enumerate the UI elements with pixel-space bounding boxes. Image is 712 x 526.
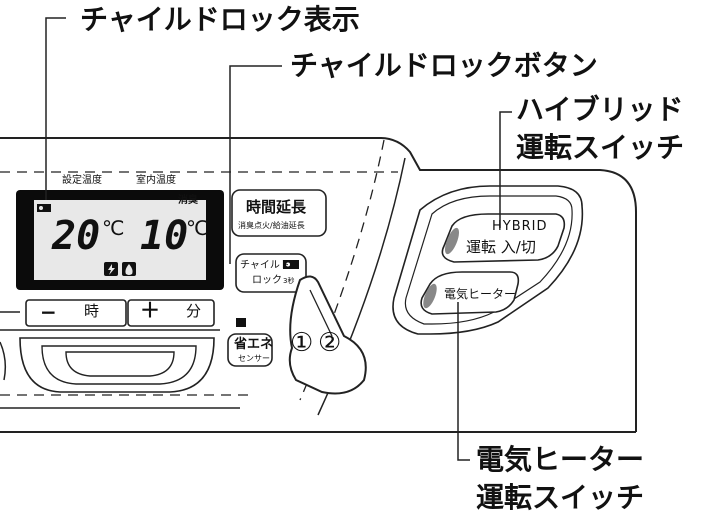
eco-sensor-icon xyxy=(236,318,246,327)
lcd-screen xyxy=(34,200,206,280)
callout-hybrid-line2: 運転スイッチ xyxy=(516,131,685,164)
panel-outline xyxy=(0,137,637,395)
callout-child-lock-button: チャイルドロックボタン xyxy=(290,49,598,82)
key-icon xyxy=(37,204,51,212)
minus-button[interactable]: − xyxy=(40,300,57,324)
hybrid-switch[interactable]: 運転 入/切 xyxy=(466,238,536,256)
eco-sensor-button[interactable]: 省エネ xyxy=(234,337,274,352)
leader-hybrid-switch xyxy=(499,111,512,228)
plus-button[interactable]: ＋ xyxy=(140,298,160,322)
set-temp-unit: ℃ xyxy=(102,216,125,240)
leader-electric-heater-switch xyxy=(457,302,470,461)
child-lock-button[interactable]: チャイルド xyxy=(240,260,290,271)
pointing-hand xyxy=(288,275,367,395)
eco-sensor-button-shape xyxy=(227,333,273,367)
electric-heater-indicator-lamp xyxy=(423,283,437,309)
child-lock-key-icon xyxy=(283,260,299,269)
hybrid-indicator-lamp xyxy=(445,227,459,255)
step-2-marker: ② xyxy=(318,328,342,358)
time-extend-button-shape xyxy=(231,189,327,237)
time-extend-button[interactable]: 時間延長 xyxy=(246,198,307,216)
hybrid-logo-text: HYBRID xyxy=(492,219,548,234)
step-1-marker: ① xyxy=(290,328,314,358)
hour-label: 時 xyxy=(84,302,100,320)
time-extend-sub-label: 消臭点火/給油延長 xyxy=(238,221,305,230)
deodorize-label: 消臭 xyxy=(178,195,198,206)
set-temp-label: 設定温度 xyxy=(62,175,102,186)
callout-child-lock-display: チャイルドロック表示 xyxy=(80,3,360,36)
room-temp-value: 10 xyxy=(140,213,189,259)
child-lock-line2-label: ロック xyxy=(252,275,282,286)
leader-child-lock-button xyxy=(229,65,282,264)
room-temp-label: 室内温度 xyxy=(136,175,176,186)
room-temp-unit: ℃ xyxy=(186,216,209,240)
callout-electric-heater-line1: 電気ヒーター xyxy=(476,443,645,476)
electric-heater-switch-shape xyxy=(420,271,520,315)
set-temp-value: 20 xyxy=(52,213,101,259)
eco-sensor-sub-label: センサー xyxy=(238,354,270,363)
callout-electric-heater-line2: 運転スイッチ xyxy=(476,481,645,514)
callout-hybrid-line1: ハイブリッド xyxy=(516,93,684,126)
electric-heater-switch[interactable]: 電気ヒーター xyxy=(444,287,517,301)
hybrid-switch-shape xyxy=(441,213,566,263)
leader-child-lock-display xyxy=(45,17,66,200)
child-lock-hold-label: 3秒 xyxy=(283,277,295,285)
minute-label: 分 xyxy=(186,302,202,320)
